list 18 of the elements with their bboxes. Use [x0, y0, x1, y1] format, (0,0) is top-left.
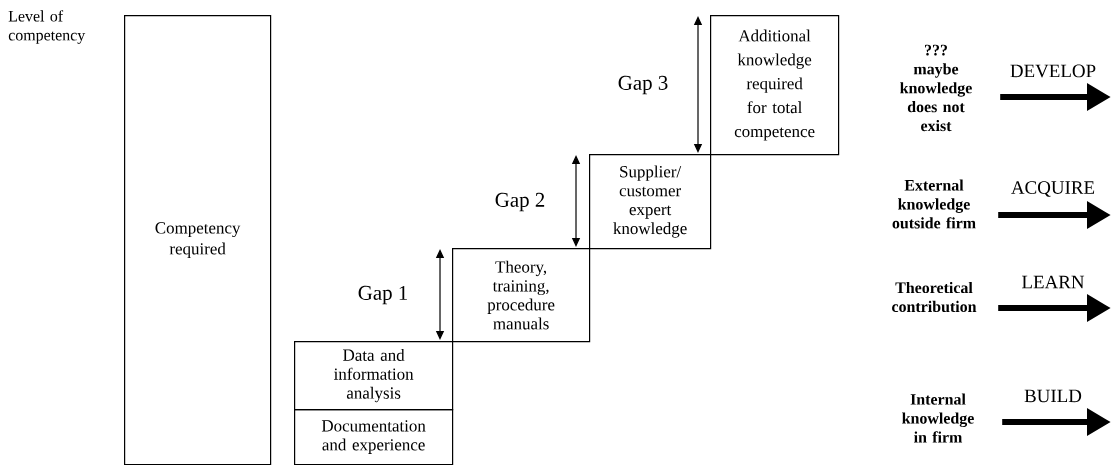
axis-label: Level of competency	[8, 10, 86, 44]
gap-label: Gap 3	[618, 75, 668, 95]
gap-label: Gap 1	[358, 285, 407, 305]
text-box: Supplier/ customer expert knowledge	[589, 154, 712, 250]
text-box: Data and information analysis	[294, 341, 454, 411]
edge-label: BUILD	[1024, 389, 1082, 403]
gap-label: Gap 2	[495, 192, 545, 212]
source-text: Internal knowledge in firm	[902, 393, 974, 443]
text-box: Additional knowledge required for total competence	[710, 15, 840, 156]
edge-label: LEARN	[1022, 275, 1085, 289]
text-box: Competency required	[124, 15, 272, 465]
text-box: Theory, training, procedure manuals	[452, 248, 591, 343]
edge-label: DEVELOP	[1010, 64, 1096, 78]
source-text: Theoretical contribution	[892, 281, 977, 313]
text-box: Documentation and experience	[294, 409, 454, 465]
edge-label: ACQUIRE	[1011, 181, 1095, 197]
source-text: External knowledge outside firm	[892, 179, 976, 229]
source-text: ??? maybe knowledge does not exist	[900, 44, 972, 132]
